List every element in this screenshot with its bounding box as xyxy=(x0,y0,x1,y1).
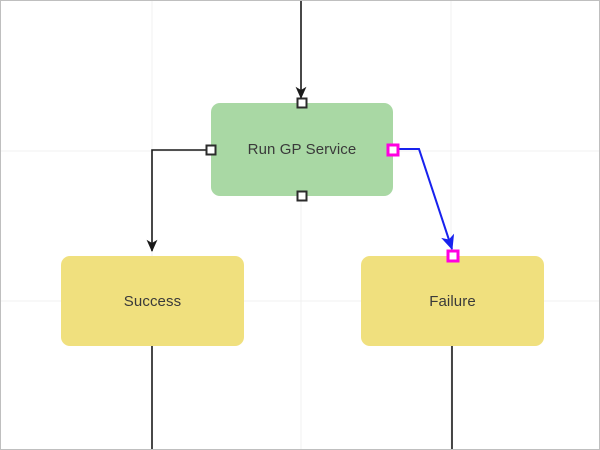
edge-run-gp-service-to-failure[interactable] xyxy=(399,148,455,251)
handle-top-failure[interactable] xyxy=(446,249,459,263)
handle-bottom-run-gp-service[interactable] xyxy=(296,190,308,202)
node-label-failure: Failure xyxy=(429,292,476,310)
edge-run-gp-service-to-success[interactable] xyxy=(146,149,211,252)
handle-right-run-gp-service[interactable] xyxy=(386,143,400,156)
node-label-run-gp-service: Run GP Service xyxy=(247,141,357,158)
handle-top-run-gp-service[interactable] xyxy=(296,97,308,109)
node-label-success: Success xyxy=(123,292,182,310)
node-success[interactable]: Success xyxy=(61,256,244,346)
handle-left-run-gp-service[interactable] xyxy=(205,144,217,155)
node-failure[interactable]: Failure xyxy=(361,249,544,346)
node-run-gp-service[interactable]: Run GP Service xyxy=(205,97,400,202)
